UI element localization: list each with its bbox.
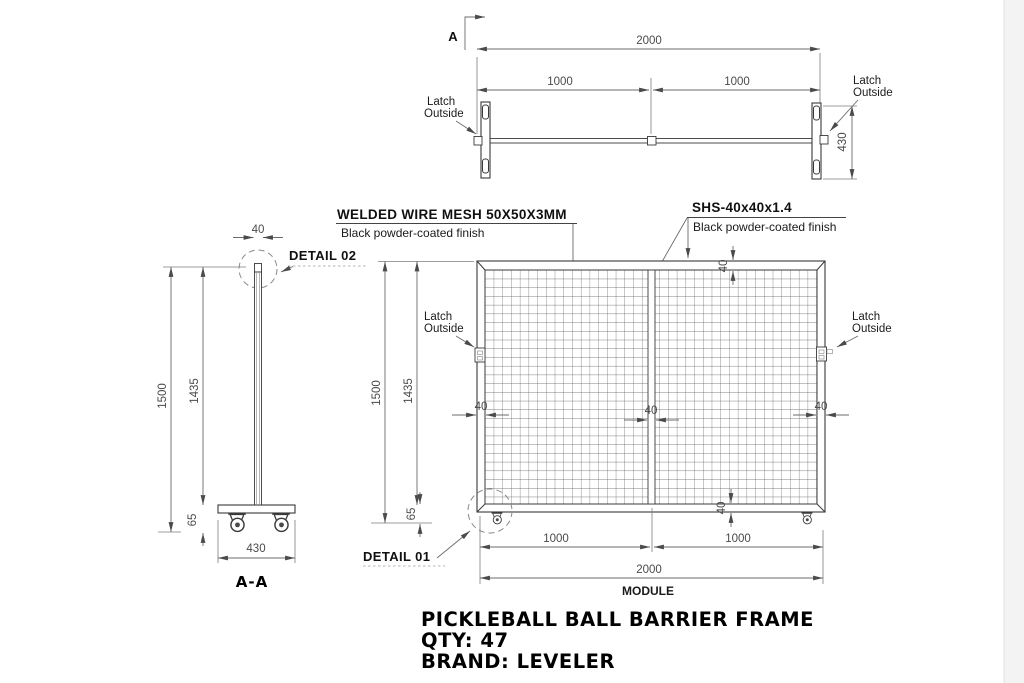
latch-label-line1: Latch xyxy=(424,311,452,323)
dimension-base-height-front: 65 xyxy=(406,492,423,537)
dimension-bottom-rail: 40 xyxy=(716,489,734,527)
leader-arrow xyxy=(455,120,477,135)
dimension-center-post: 40 xyxy=(624,405,679,423)
dim-1000-right-label: 1000 xyxy=(724,76,750,88)
dim-65-label: 65 xyxy=(187,514,199,527)
dimension-left-half: 1000 xyxy=(476,76,650,93)
dim-1000-left-front-label: 1000 xyxy=(543,533,569,545)
latch-callout-top-right: Latch Outside xyxy=(829,75,893,132)
dimension-right-half: 1000 xyxy=(652,76,821,93)
dimension-frame-height-front: 1435 xyxy=(403,261,420,506)
detail-02-callout: DETAIL 02 xyxy=(280,248,367,273)
latch-callout-front-left: Latch Outside xyxy=(424,311,475,348)
caster-icon xyxy=(271,513,291,533)
center-post xyxy=(647,269,656,505)
dim-2000-front-label: 2000 xyxy=(636,564,662,576)
dim-1500-label: 1500 xyxy=(157,383,169,409)
dimension-left-post: 40 xyxy=(452,401,509,418)
side-post xyxy=(254,263,262,506)
dim-40-label: 40 xyxy=(252,224,265,236)
caster-icon xyxy=(801,512,813,525)
dim-40-bottom-label: 40 xyxy=(716,502,728,515)
dim-40-top-label: 40 xyxy=(718,260,730,273)
barrier-frame xyxy=(476,260,826,513)
latch-front-left xyxy=(474,347,486,363)
dim-1435-label: 1435 xyxy=(189,378,201,404)
dimension-right-half-front: 1000 xyxy=(653,533,824,550)
side-view: 40 DETAIL 02 1500 1435 xyxy=(157,224,367,591)
dimension-base-height-side: 65 xyxy=(187,514,206,546)
latch-label-line1: Latch xyxy=(427,96,455,108)
dim-430-label: 430 xyxy=(837,132,849,151)
dimension-overall-width-front: 2000 MODULE xyxy=(479,564,824,598)
dim-1000-right-front-label: 1000 xyxy=(725,533,751,545)
shs-note-line1: SHS-40x40x1.4 xyxy=(692,200,792,215)
mesh-note-line1: WELDED WIRE MESH 50X50X3MM xyxy=(337,207,567,222)
latch-plan-left xyxy=(473,136,483,146)
section-a-label: A xyxy=(448,29,458,44)
latch-handle xyxy=(826,349,833,354)
dimension-overall-width: 2000 xyxy=(476,35,821,52)
dimension-overall-height-side: 1500 xyxy=(157,266,174,533)
latch-label-line1: Latch xyxy=(853,75,881,87)
latch-callout-front-right: Latch Outside xyxy=(836,311,892,348)
leader-arrow xyxy=(836,335,859,348)
drawing-title: PICKLEBALL BALL BARRIER FRAME xyxy=(421,608,814,631)
dim-1435-front-label: 1435 xyxy=(403,378,415,404)
latch-label-line2: Outside xyxy=(852,323,892,335)
latch-label-line2: Outside xyxy=(424,108,464,120)
detail-01-callout: DETAIL 01 xyxy=(363,530,471,567)
dim-65-front-label: 65 xyxy=(406,508,418,521)
mesh-note-line2: Black powder-coated finish xyxy=(341,226,484,240)
detail-circle-01 xyxy=(467,488,513,534)
dim-40-left-label: 40 xyxy=(475,401,488,413)
dim-40-right-label: 40 xyxy=(815,401,828,413)
dimension-left-half-front: 1000 xyxy=(479,533,651,550)
dimension-post-width: 40 xyxy=(233,224,283,240)
detail-02-label: DETAIL 02 xyxy=(289,248,356,263)
center-connector-plan xyxy=(647,136,657,146)
section-view-name: A-A xyxy=(236,573,268,591)
title-block: PICKLEBALL BALL BARRIER FRAME QTY: 47 BR… xyxy=(421,608,814,673)
page-edge-shadow xyxy=(1004,0,1024,683)
dim-1500-front-label: 1500 xyxy=(371,380,383,406)
top-view: A 2000 1000 1000 xyxy=(424,14,893,180)
latch-callout-top-left: Latch Outside xyxy=(424,96,477,135)
dimension-foot-length: 430 xyxy=(823,105,857,180)
leader-arrow xyxy=(280,265,294,273)
latch-front-right xyxy=(816,346,833,362)
latch-label-line2: Outside xyxy=(853,87,893,99)
latch-label-line1: Latch xyxy=(852,311,880,323)
shs-note-line2: Black powder-coated finish xyxy=(693,220,836,234)
leader-arrow xyxy=(436,530,471,559)
leader-arrow xyxy=(455,335,475,348)
mesh-note: WELDED WIRE MESH 50X50X3MM Black powder-… xyxy=(336,207,577,308)
dim-1000-left-label: 1000 xyxy=(547,76,573,88)
dim-430-base-label: 430 xyxy=(246,543,265,555)
base-plate xyxy=(217,504,296,514)
dimension-overall-height-front: 1500 xyxy=(371,261,388,524)
dim-40-center-label: 40 xyxy=(645,405,658,417)
section-marker-a: A xyxy=(448,14,486,50)
module-label: MODULE xyxy=(622,584,674,598)
dimension-base-width: 430 xyxy=(217,520,296,563)
front-view: WELDED WIRE MESH 50X50X3MM Black powder-… xyxy=(336,200,892,598)
dimension-top-rail: 40 xyxy=(718,246,736,285)
dim-2000-label: 2000 xyxy=(636,35,662,47)
dimension-right-post: 40 xyxy=(793,401,849,418)
drawing-brand: BRAND: LEVELER xyxy=(421,650,615,673)
latch-label-line2: Outside xyxy=(424,323,464,335)
caster-icon xyxy=(491,512,503,525)
dimension-frame-height-side: 1435 xyxy=(189,266,206,506)
leader-arrow xyxy=(829,99,859,132)
caster-icon xyxy=(227,513,247,533)
detail-01-label: DETAIL 01 xyxy=(363,549,430,564)
latch-plan-right xyxy=(819,135,829,145)
detail-circle-02 xyxy=(238,249,278,289)
drawing-qty: QTY: 47 xyxy=(421,629,509,652)
